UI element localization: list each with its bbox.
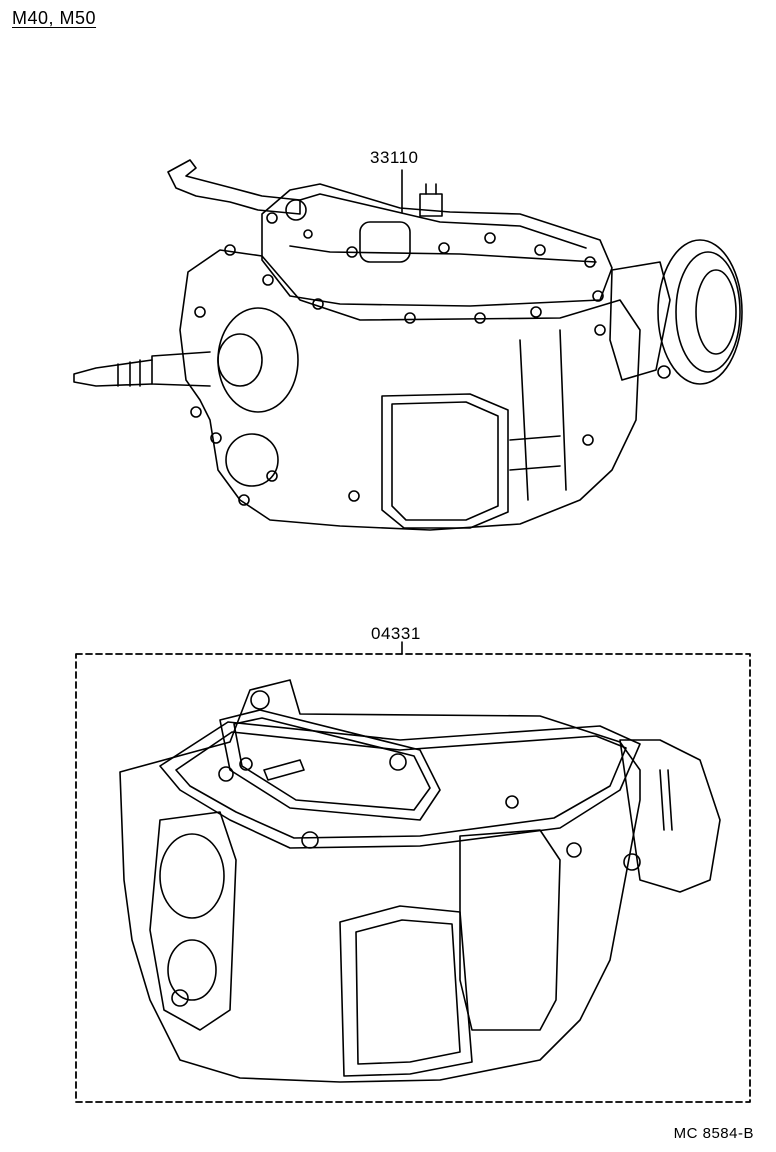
rear-housing bbox=[619, 739, 721, 893]
pto-cover bbox=[381, 393, 509, 529]
front-retainer-gasket bbox=[149, 811, 237, 1031]
shift-bracket bbox=[167, 159, 301, 215]
companion-flange bbox=[657, 239, 743, 385]
bracket-bolt bbox=[285, 199, 307, 221]
case-bolts bbox=[190, 212, 671, 506]
sensor-switch bbox=[419, 193, 443, 217]
shift-tower bbox=[359, 221, 411, 263]
part-label-transmission-assembly: 33110 bbox=[370, 148, 419, 167]
gasket-kit-small-parts bbox=[171, 690, 641, 1007]
side-gasket bbox=[459, 829, 561, 1031]
kit-boundary-box bbox=[75, 653, 751, 1103]
input-shaft bbox=[151, 351, 211, 387]
gasket-kit-drawing bbox=[75, 641, 751, 1103]
transmission-assembly-drawing bbox=[73, 159, 743, 531]
part-label-gasket-kit: 04331 bbox=[371, 624, 421, 643]
extension-housing bbox=[609, 261, 671, 381]
lower-boss bbox=[225, 433, 279, 487]
top-cover-gasket bbox=[159, 721, 641, 849]
transmission-case bbox=[179, 249, 641, 531]
bare-case bbox=[119, 679, 641, 1083]
diagram-title: M40, M50 bbox=[12, 8, 97, 28]
top-cover bbox=[261, 183, 613, 307]
shift-tower-gasket bbox=[219, 709, 441, 821]
figure-code: MC 8584-B bbox=[673, 1125, 754, 1142]
pto-cover-gasket bbox=[339, 905, 473, 1077]
bearing-retainer bbox=[217, 307, 299, 413]
